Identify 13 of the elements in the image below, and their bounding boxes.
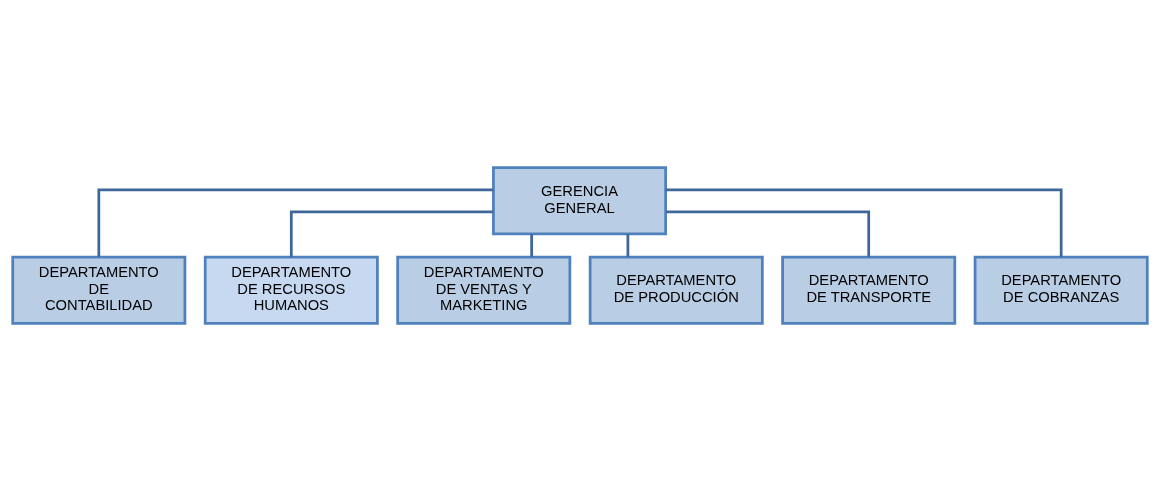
node-box: DEPARTAMENTO DE COBRANZAS xyxy=(973,255,1149,325)
connector xyxy=(530,233,534,257)
node-box: DEPARTAMENTO DE VENTAS Y MARKETING xyxy=(396,255,572,325)
node-box: DEPARTAMENTO DE PRODUCCIÓN xyxy=(588,255,764,325)
connector xyxy=(665,210,871,257)
node-box: DEPARTAMENTO DE RECURSOS HUMANOS xyxy=(203,255,379,325)
node-box: DEPARTAMENTO DE CONTABILIDAD xyxy=(11,255,187,325)
connector xyxy=(289,210,494,257)
connector xyxy=(97,187,494,257)
node-box: GERENCIA GENERAL xyxy=(492,165,667,235)
connector xyxy=(665,187,1063,257)
connector xyxy=(626,233,630,257)
node-box: DEPARTAMENTO DE TRANSPORTE xyxy=(781,255,957,325)
